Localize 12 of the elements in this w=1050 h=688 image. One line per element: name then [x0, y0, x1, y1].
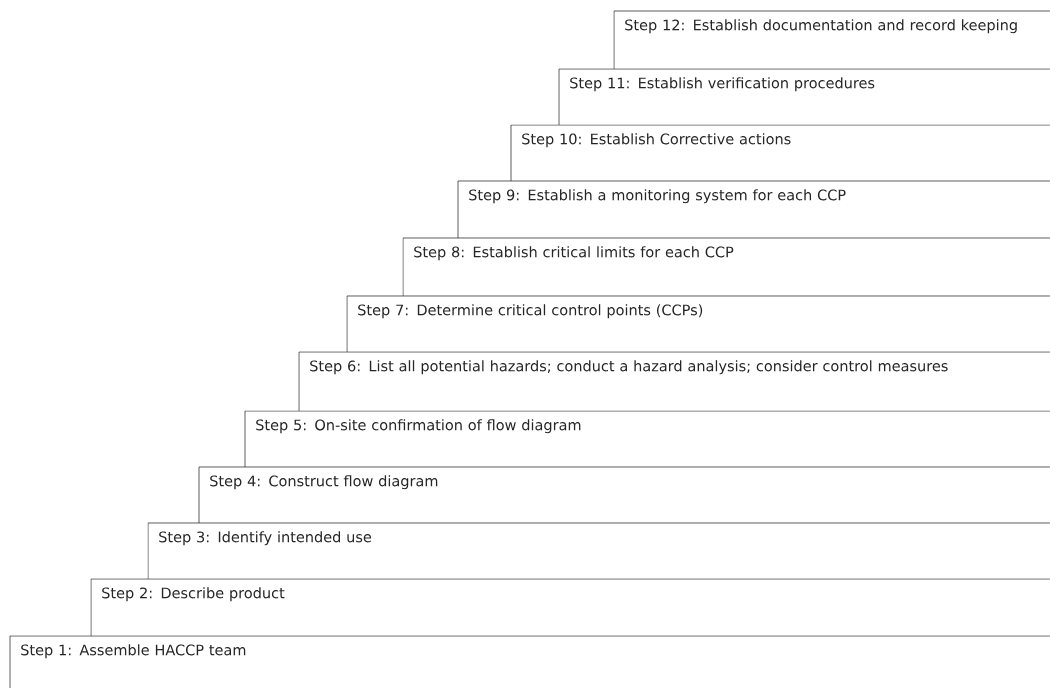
step-box: Step 8: Establish critical limits for each CCP [402, 237, 1050, 297]
step-box: Step 10: Establish Corrective actions [510, 124, 1050, 182]
step-box: Step 12: Establish documentation and record keeping [613, 10, 1050, 70]
step-box: Step 2: Describe product [90, 578, 1050, 637]
step-box: Step 9: Establish a monitoring system for each CCP [457, 180, 1050, 239]
step-box: Step 5: On-site confirmation of flow diagram [244, 410, 1050, 468]
step-box: Step 7: Determine critical control points (CCPs) [346, 295, 1050, 353]
step-box: Step 6: List all potential hazards; conduct a hazard analysis; consider control measures [298, 351, 1050, 412]
step-box: Step 11: Establish verification procedures [558, 68, 1050, 126]
step-box: Step 4: Construct flow diagram [198, 466, 1050, 524]
step-box: Step 3: Identify intended use [147, 522, 1050, 580]
step-box: Step 1: Assemble HACCP team [9, 635, 1050, 688]
